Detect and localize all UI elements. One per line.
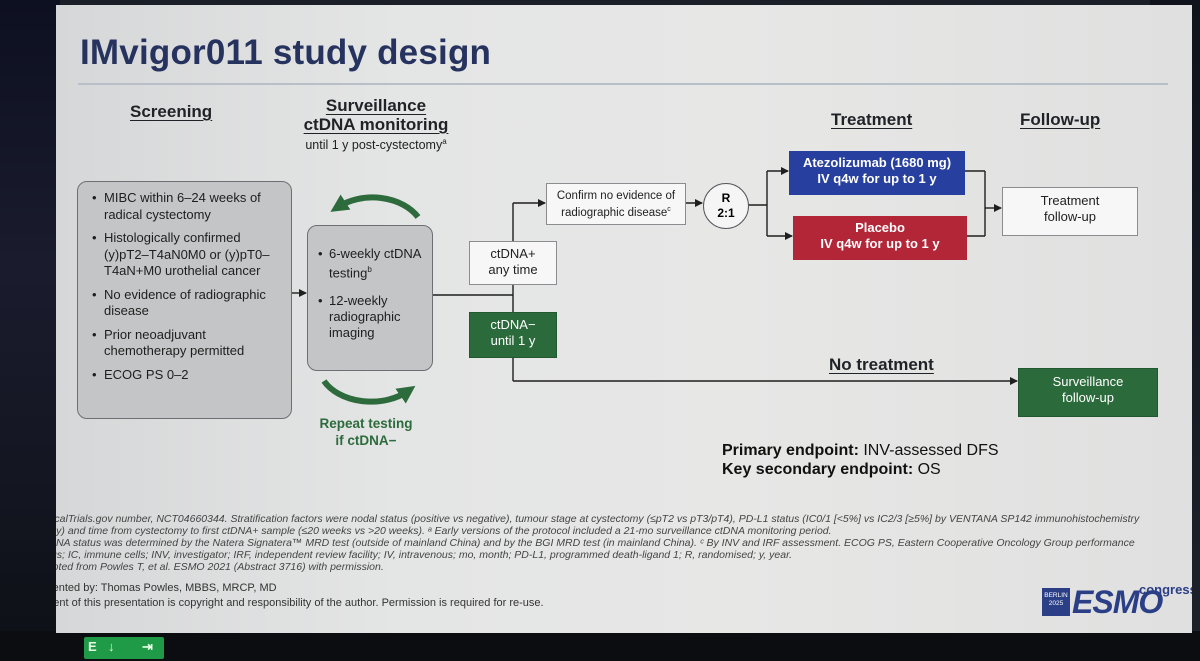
room-background-left [0, 0, 60, 661]
treatment-follow-up-line1: Treatment [1003, 193, 1137, 209]
header-surveillance-line1: Surveillance [292, 96, 460, 115]
ctdna-positive-line2: any time [470, 262, 556, 278]
secondary-endpoint-value: OS [913, 461, 941, 478]
criterion-item: Prior neoadjuvant chemotherapy permitted [92, 327, 285, 360]
badge-line1: BERLIN [1042, 592, 1070, 600]
footnote-paragraph: ClinicalTrials.gov number, NCT04660344. … [56, 513, 1144, 537]
secondary-endpoint-label: Key secondary endpoint: [722, 461, 913, 478]
ctdna-positive-line1: ctDNA+ [470, 246, 556, 262]
repeat-testing-label: Repeat testing if ctDNA− [314, 415, 418, 449]
surveillance-item-ctdna-text: 6-weekly ctDNA testing [329, 246, 421, 280]
screening-criteria-panel: MIBC within 6–24 weeks of radical cystec… [77, 181, 292, 419]
repeat-testing-line1: Repeat testing [314, 415, 418, 432]
primary-endpoint: Primary endpoint: INV-assessed DFS [722, 442, 999, 460]
berlin-2025-badge: BERLIN 2025 [1042, 588, 1070, 616]
footnotes: ClinicalTrials.gov number, NCT04660344. … [56, 513, 1144, 573]
surveillance-panel: 6-weekly ctDNA testingb 12-weekly radiog… [307, 225, 433, 371]
criterion-item: MIBC within 6–24 weeks of radical cystec… [92, 190, 285, 223]
confirm-line2-wrap: radiographic diseasec [557, 203, 675, 220]
ctdna-positive-box: ctDNA+ any time [469, 241, 557, 285]
placebo-line2: IV q4w for up to 1 y [793, 236, 967, 252]
primary-endpoint-value: INV-assessed DFS [859, 442, 999, 459]
esmo-congress-logo: BERLIN 2025 ESMO congress [1042, 582, 1188, 620]
randomisation-label: R [722, 191, 731, 206]
primary-endpoint-label: Primary endpoint: [722, 442, 859, 459]
running-person-icon: ⇥ [142, 639, 153, 655]
repeat-testing-line2: if ctDNA− [314, 432, 418, 449]
surveillance-follow-up-box: Surveillance follow-up [1018, 368, 1158, 417]
projected-slide: IMvigor011 study design [56, 5, 1192, 633]
screening-criteria-list: MIBC within 6–24 weeks of radical cystec… [78, 182, 291, 383]
surveillance-follow-up-line1: Surveillance [1019, 374, 1157, 390]
ctdna-negative-box: ctDNA− until 1 y [469, 312, 557, 358]
exit-sign: E ↓ ⇥ [84, 637, 164, 659]
ctdna-negative-line1: ctDNA− [470, 317, 556, 333]
surveillance-item-imaging: 12-weekly radiographic imaging [318, 293, 428, 341]
surveillance-duration-text: until 1 y post-cystectomy [305, 138, 442, 152]
cycle-arrow-bottom-icon [324, 381, 408, 402]
header-screening: Screening [130, 102, 212, 122]
header-follow-up: Follow-up [1020, 110, 1100, 130]
surveillance-duration: until 1 y post-cystectomya [292, 137, 460, 152]
exit-sign-text: E [88, 639, 97, 654]
exit-arrow-icon: ↓ [108, 639, 115, 654]
confirm-line1: Confirm no evidence of [557, 189, 675, 203]
criterion-item: No evidence of radiographic disease [92, 287, 285, 320]
confirm-line2: radiographic disease [561, 206, 667, 218]
treatment-follow-up-line2: follow-up [1003, 209, 1137, 225]
placebo-arm-box: Placebo IV q4w for up to 1 y [793, 216, 967, 260]
secondary-endpoint: Key secondary endpoint: OS [722, 461, 941, 479]
presented-by: Presented by: Thomas Powles, MBBS, MRCP,… [56, 582, 277, 594]
surveillance-follow-up-line2: follow-up [1019, 390, 1157, 406]
criterion-item: Histologically confirmed (y)pT2–T4aN0M0 … [92, 230, 285, 280]
atezolizumab-arm-box: Atezolizumab (1680 mg) IV q4w for up to … [789, 151, 965, 195]
ctdna-negative-line2: until 1 y [470, 333, 556, 349]
header-no-treatment: No treatment [829, 355, 934, 375]
confirm-sup: c [667, 206, 671, 213]
surveillance-duration-sup: a [442, 137, 446, 146]
room-floor [0, 631, 1200, 661]
criterion-item: ECOG PS 0–2 [92, 367, 285, 384]
atezolizumab-line2: IV q4w for up to 1 y [789, 171, 965, 187]
treatment-follow-up-box: Treatment follow-up [1002, 187, 1138, 236]
randomisation-ratio: 2:1 [717, 206, 734, 221]
header-surveillance-line2: ctDNA monitoring [292, 115, 460, 134]
randomisation-circle: R 2:1 [703, 183, 749, 229]
confirm-no-disease-text: Confirm no evidence of radiographic dise… [557, 189, 675, 220]
surveillance-item-ctdna-sup: b [367, 265, 371, 274]
placebo-line1: Placebo [793, 220, 967, 236]
badge-line2: 2025 [1042, 600, 1070, 608]
footnote-paragraph: Adapted from Powles T, et al. ESMO 2021 … [56, 561, 1144, 573]
header-surveillance: Surveillance ctDNA monitoring [292, 96, 460, 134]
atezolizumab-line1: Atezolizumab (1680 mg) [789, 155, 965, 171]
congress-label: congress [1139, 582, 1192, 597]
footnote-paragraph: ᵇ ctDNA status was determined by the Nat… [56, 537, 1144, 561]
cycle-arrow-top-icon [338, 197, 418, 217]
copyright-notice: Content of this presentation is copyrigh… [56, 597, 544, 609]
surveillance-item-ctdna: 6-weekly ctDNA testingb [318, 246, 428, 281]
confirm-no-disease-box: Confirm no evidence of radiographic dise… [546, 183, 686, 225]
header-treatment: Treatment [831, 110, 912, 130]
surveillance-list: 6-weekly ctDNA testingb 12-weekly radiog… [308, 226, 432, 341]
